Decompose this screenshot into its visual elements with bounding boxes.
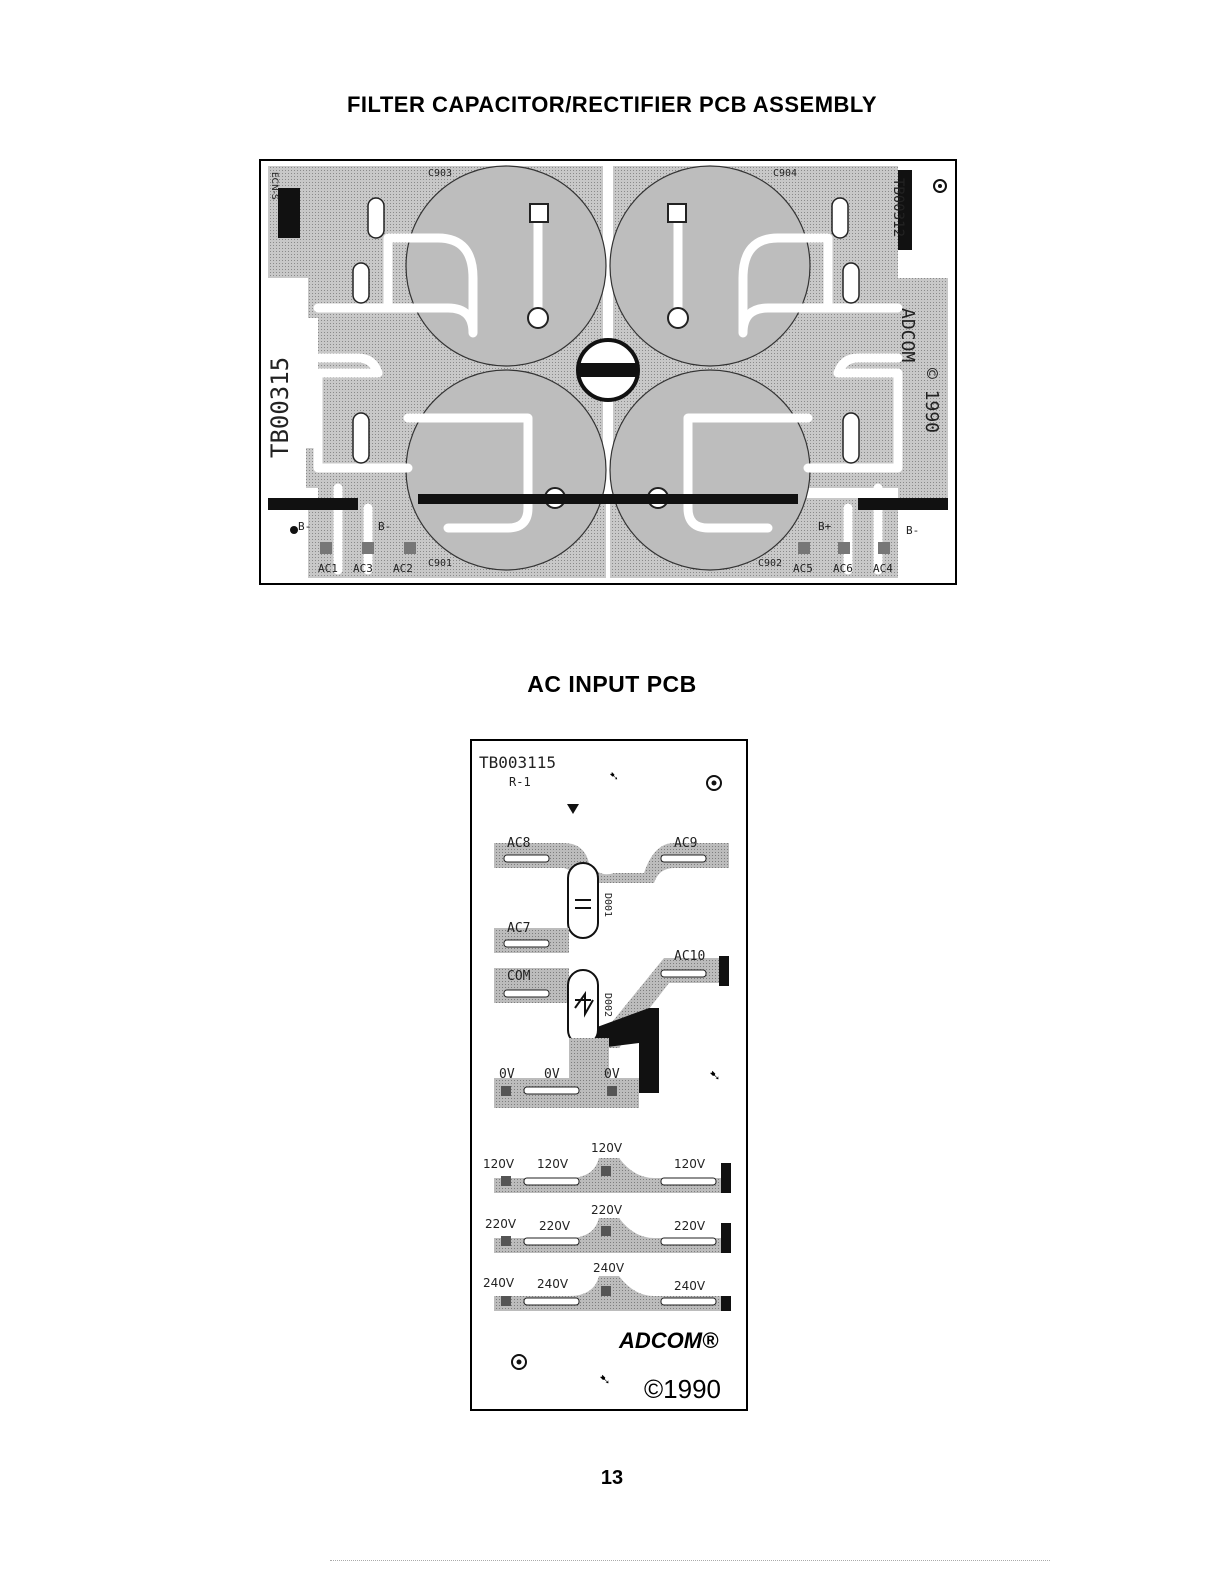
label-rev: ECN-S <box>269 172 279 200</box>
svg-text:AC2: AC2 <box>393 562 413 575</box>
label-240v-a: 240V <box>483 1276 515 1290</box>
svg-text:B-: B- <box>906 524 919 537</box>
svg-text:AC1: AC1 <box>318 562 338 575</box>
svg-text:AC4: AC4 <box>873 562 893 575</box>
capacitor-c903 <box>406 166 606 366</box>
pcb-assembly-title: FILTER CAPACITOR/RECTIFIER PCB ASSEMBLY <box>0 92 1224 118</box>
diode-d002 <box>568 970 598 1045</box>
label-220v-c: 220V <box>591 1203 623 1217</box>
label-ac9: AC9 <box>674 836 697 851</box>
symbol-arrow-top: ➷ <box>609 769 619 783</box>
label-240v-b: 240V <box>537 1277 569 1291</box>
label-com: COM <box>507 969 531 984</box>
label-120v-c: 120V <box>591 1141 623 1155</box>
label-0v-b: 0V <box>544 1067 560 1082</box>
label-part-number: TB003115 <box>479 753 556 772</box>
symbol-arrow-mid: ➷ <box>709 1067 721 1083</box>
svg-text:AC3: AC3 <box>353 562 373 575</box>
ac-input-title: AC INPUT PCB <box>0 671 1224 698</box>
label-120v-b: 120V <box>537 1157 569 1171</box>
label-c903: C903 <box>428 168 452 179</box>
label-ac8: AC8 <box>507 836 530 851</box>
capacitor-c901 <box>406 370 606 570</box>
label-c901: C901 <box>428 558 452 569</box>
label-copyright: © 1990 <box>921 368 942 433</box>
label-0v-a: 0V <box>499 1067 515 1082</box>
label-120v-d: 120V <box>674 1157 706 1171</box>
mounting-hole-left <box>290 526 298 534</box>
svg-text:B+: B+ <box>818 520 832 533</box>
label-brand: ADCOM® <box>618 1328 719 1353</box>
label-220v-a: 220V <box>485 1217 517 1231</box>
label-240v-d: 240V <box>674 1279 706 1293</box>
label-0v-c: 0V <box>604 1067 620 1082</box>
label-c904: C904 <box>773 168 797 179</box>
label-brand: ADCOM <box>897 308 918 362</box>
label-220v-b: 220V <box>539 1219 571 1233</box>
label-220v-d: 220V <box>674 1219 706 1233</box>
label-ac7: AC7 <box>507 921 530 936</box>
filter-capacitor-pcb: C903 C904 C901 C902 TB00315 TB00312 ADCO… <box>258 158 960 590</box>
symbol-arrow-bottom: ➷ <box>599 1371 611 1387</box>
label-part-number-right: TB00312 <box>890 178 906 237</box>
label-rev: R-1 <box>509 775 531 789</box>
label-ac10: AC10 <box>674 949 705 964</box>
page-bottom-rule <box>330 1560 1050 1561</box>
label-d001: D001 <box>602 893 613 917</box>
label-240v-c: 240V <box>593 1261 625 1275</box>
svg-text:B-: B- <box>378 520 391 533</box>
label-d002: D002 <box>602 993 613 1017</box>
label-part-number: TB00315 <box>266 357 294 458</box>
svg-text:AC5: AC5 <box>793 562 813 575</box>
label-c902: C902 <box>758 558 782 569</box>
svg-text:B-: B- <box>298 520 311 533</box>
svg-text:AC6: AC6 <box>833 562 853 575</box>
label-120v-a: 120V <box>483 1157 515 1171</box>
page-number: 13 <box>0 1467 1224 1490</box>
ac-input-pcb: TB003115 R-1 AC8 AC9 D001 AC7 COM AC10 D… <box>469 738 751 1414</box>
capacitor-c902 <box>610 370 810 570</box>
capacitor-c904 <box>610 166 810 366</box>
label-copyright: ©1990 <box>644 1374 721 1404</box>
